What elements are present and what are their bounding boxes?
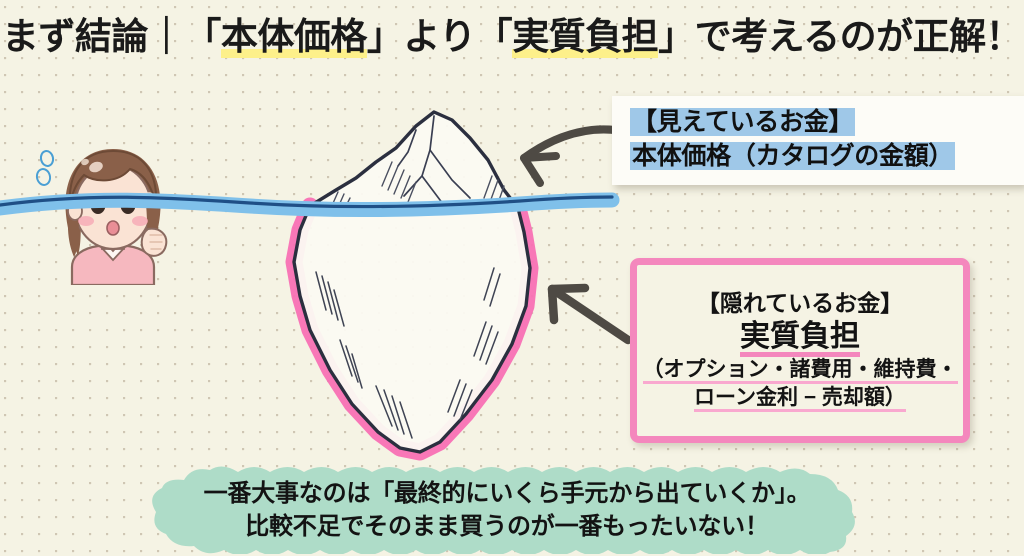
footer-banner-line1: 一番大事なのは「最終的にいくら手元から出ていくか」。 bbox=[203, 479, 811, 507]
title-middle: 」より「 bbox=[366, 16, 513, 57]
iceberg-hidden-highlight bbox=[285, 197, 539, 461]
title-prefix: まず結論｜「 bbox=[1, 16, 222, 57]
visible-money-heading-text: 【見えているお金】 bbox=[630, 108, 856, 136]
hidden-money-detail-line2: ローン金利 − 売却額） bbox=[694, 385, 906, 412]
hidden-money-heading: 【隠れているお金】 bbox=[696, 290, 904, 317]
title-text: まず結論｜「本体価格」より「実質負担」で考えるのが正解！ bbox=[1, 14, 1023, 60]
arrow-bottom-head bbox=[547, 283, 590, 325]
footer-banner-line2: 比較不足でそのまま買うのが一番もったいない！ bbox=[245, 513, 769, 540]
hidden-money-detail-line2-text: ローン金利 − 売却額） bbox=[694, 385, 906, 412]
title-suffix: 」で考えるのが正解！ bbox=[658, 16, 1023, 57]
hidden-money-title: 実質負担 bbox=[740, 319, 860, 357]
page-title: まず結論｜「本体価格」より「実質負担」で考えるのが正解！ bbox=[0, 14, 1024, 60]
character-illustration bbox=[65, 149, 168, 285]
hidden-money-title-text: 実質負担 bbox=[740, 319, 860, 357]
iceberg-outline bbox=[292, 110, 532, 454]
title-highlight-honntaikakaku: 本体価格 bbox=[220, 16, 367, 58]
footer-banner-cloud-shape bbox=[152, 466, 855, 554]
arrow-bottom-shaft bbox=[547, 284, 633, 345]
footer-banner-text: 一番大事なのは「最終的にいくら手元から出ていくか」。 比較不足でそのまま買うのが… bbox=[148, 466, 866, 554]
sweat-drop-icon bbox=[34, 166, 53, 188]
hidden-money-detail-line1: （オプション・諸費用・維持費・ bbox=[642, 357, 958, 384]
hidden-money-detail-line1-text: （オプション・諸費用・維持費・ bbox=[642, 357, 958, 384]
visible-money-body-text: 本体価格（カタログの金額） bbox=[630, 142, 956, 170]
hidden-money-box: 【隠れているお金】 実質負担 （オプション・諸費用・維持費・ ローン金利 − 売… bbox=[630, 258, 970, 443]
visible-money-card: 【見えているお金】 本体価格（カタログの金額） bbox=[612, 96, 1024, 185]
footer-banner: 一番大事なのは「最終的にいくら手元から出ていくか」。 比較不足でそのまま買うのが… bbox=[148, 466, 866, 554]
visible-money-body: 本体価格（カタログの金額） bbox=[630, 140, 1024, 173]
arrow-top-head bbox=[520, 152, 560, 187]
visible-money-heading: 【見えているお金】 bbox=[630, 106, 1024, 139]
title-highlight-jisshitsufutan: 実質負担 bbox=[512, 16, 659, 58]
